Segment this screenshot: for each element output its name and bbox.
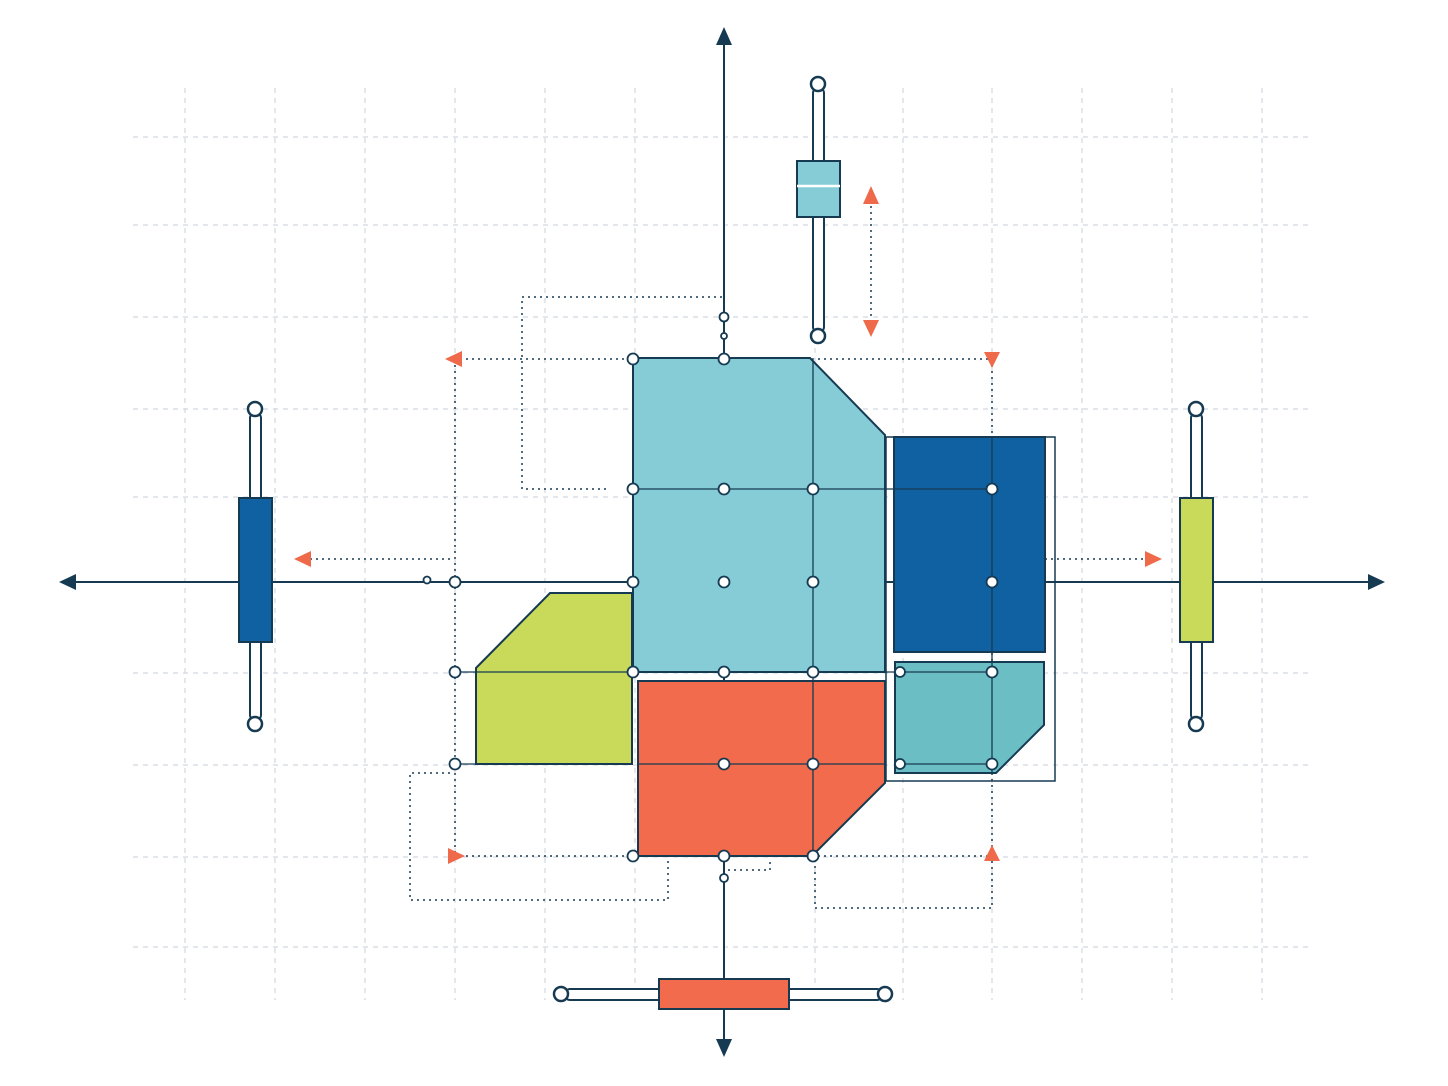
- node[interactable]: [717, 352, 731, 366]
- nodes: [422, 311, 999, 883]
- slider-end-cap[interactable]: [809, 327, 827, 345]
- node[interactable]: [894, 666, 906, 678]
- axis-arrow-up-icon: [716, 27, 732, 45]
- node[interactable]: [985, 757, 999, 771]
- slider-left[interactable]: [238, 400, 273, 733]
- node[interactable]: [717, 757, 731, 771]
- node[interactable]: [718, 311, 730, 323]
- arrow-down-icon: [984, 352, 1000, 368]
- slider-end-cap[interactable]: [246, 400, 264, 418]
- node[interactable]: [720, 332, 728, 340]
- slider-handle[interactable]: [238, 497, 273, 643]
- arrow-left-icon: [294, 551, 311, 567]
- axis-arrow-left-icon: [59, 574, 76, 590]
- node[interactable]: [806, 849, 820, 863]
- node[interactable]: [717, 849, 731, 863]
- axis-arrowheads: [59, 27, 1385, 1057]
- node[interactable]: [448, 665, 462, 679]
- node[interactable]: [717, 665, 731, 679]
- panel-dark-blue[interactable]: [893, 436, 1046, 653]
- slider-end-cap[interactable]: [809, 75, 827, 93]
- slider-end-cap[interactable]: [1187, 715, 1205, 733]
- node[interactable]: [626, 482, 640, 496]
- node[interactable]: [717, 575, 731, 589]
- arrow-down-icon: [863, 320, 879, 337]
- slider-right[interactable]: [1179, 400, 1214, 733]
- slider-top[interactable]: [796, 75, 841, 345]
- slider-end-cap[interactable]: [552, 985, 570, 1003]
- node[interactable]: [985, 665, 999, 679]
- node[interactable]: [626, 352, 640, 366]
- node[interactable]: [626, 849, 640, 863]
- slider-handle[interactable]: [658, 978, 790, 1010]
- panels: [475, 357, 1056, 857]
- node[interactable]: [806, 757, 820, 771]
- node[interactable]: [448, 757, 462, 771]
- slider-end-cap[interactable]: [1187, 400, 1205, 418]
- slider-handle[interactable]: [796, 160, 841, 218]
- arrow-up-icon: [984, 845, 1000, 861]
- dotted-guides: [307, 200, 1148, 909]
- slider-handle[interactable]: [1179, 497, 1214, 643]
- axis-arrow-down-icon: [716, 1039, 732, 1057]
- node[interactable]: [719, 873, 729, 883]
- node[interactable]: [985, 482, 999, 496]
- arrow-right-icon: [448, 848, 465, 864]
- panel-teal[interactable]: [894, 661, 1045, 774]
- node[interactable]: [806, 482, 820, 496]
- node[interactable]: [717, 482, 731, 496]
- slider-bottom[interactable]: [552, 978, 894, 1010]
- slider-end-cap[interactable]: [246, 715, 264, 733]
- node[interactable]: [422, 575, 432, 585]
- arrow-up-icon: [863, 186, 879, 204]
- node[interactable]: [448, 575, 462, 589]
- node[interactable]: [806, 665, 820, 679]
- panel-light-blue[interactable]: [632, 357, 886, 673]
- slider-end-cap[interactable]: [876, 985, 894, 1003]
- accent-arrowheads: [294, 186, 1162, 864]
- arrow-left-icon: [445, 351, 462, 367]
- node[interactable]: [985, 575, 999, 589]
- panel-lime[interactable]: [475, 592, 633, 765]
- node[interactable]: [626, 575, 640, 589]
- panel-orange[interactable]: [637, 680, 886, 857]
- node[interactable]: [626, 665, 640, 679]
- node[interactable]: [894, 758, 906, 770]
- axis-arrow-right-icon: [1368, 574, 1385, 590]
- arrow-right-icon: [1145, 551, 1162, 567]
- node[interactable]: [806, 575, 820, 589]
